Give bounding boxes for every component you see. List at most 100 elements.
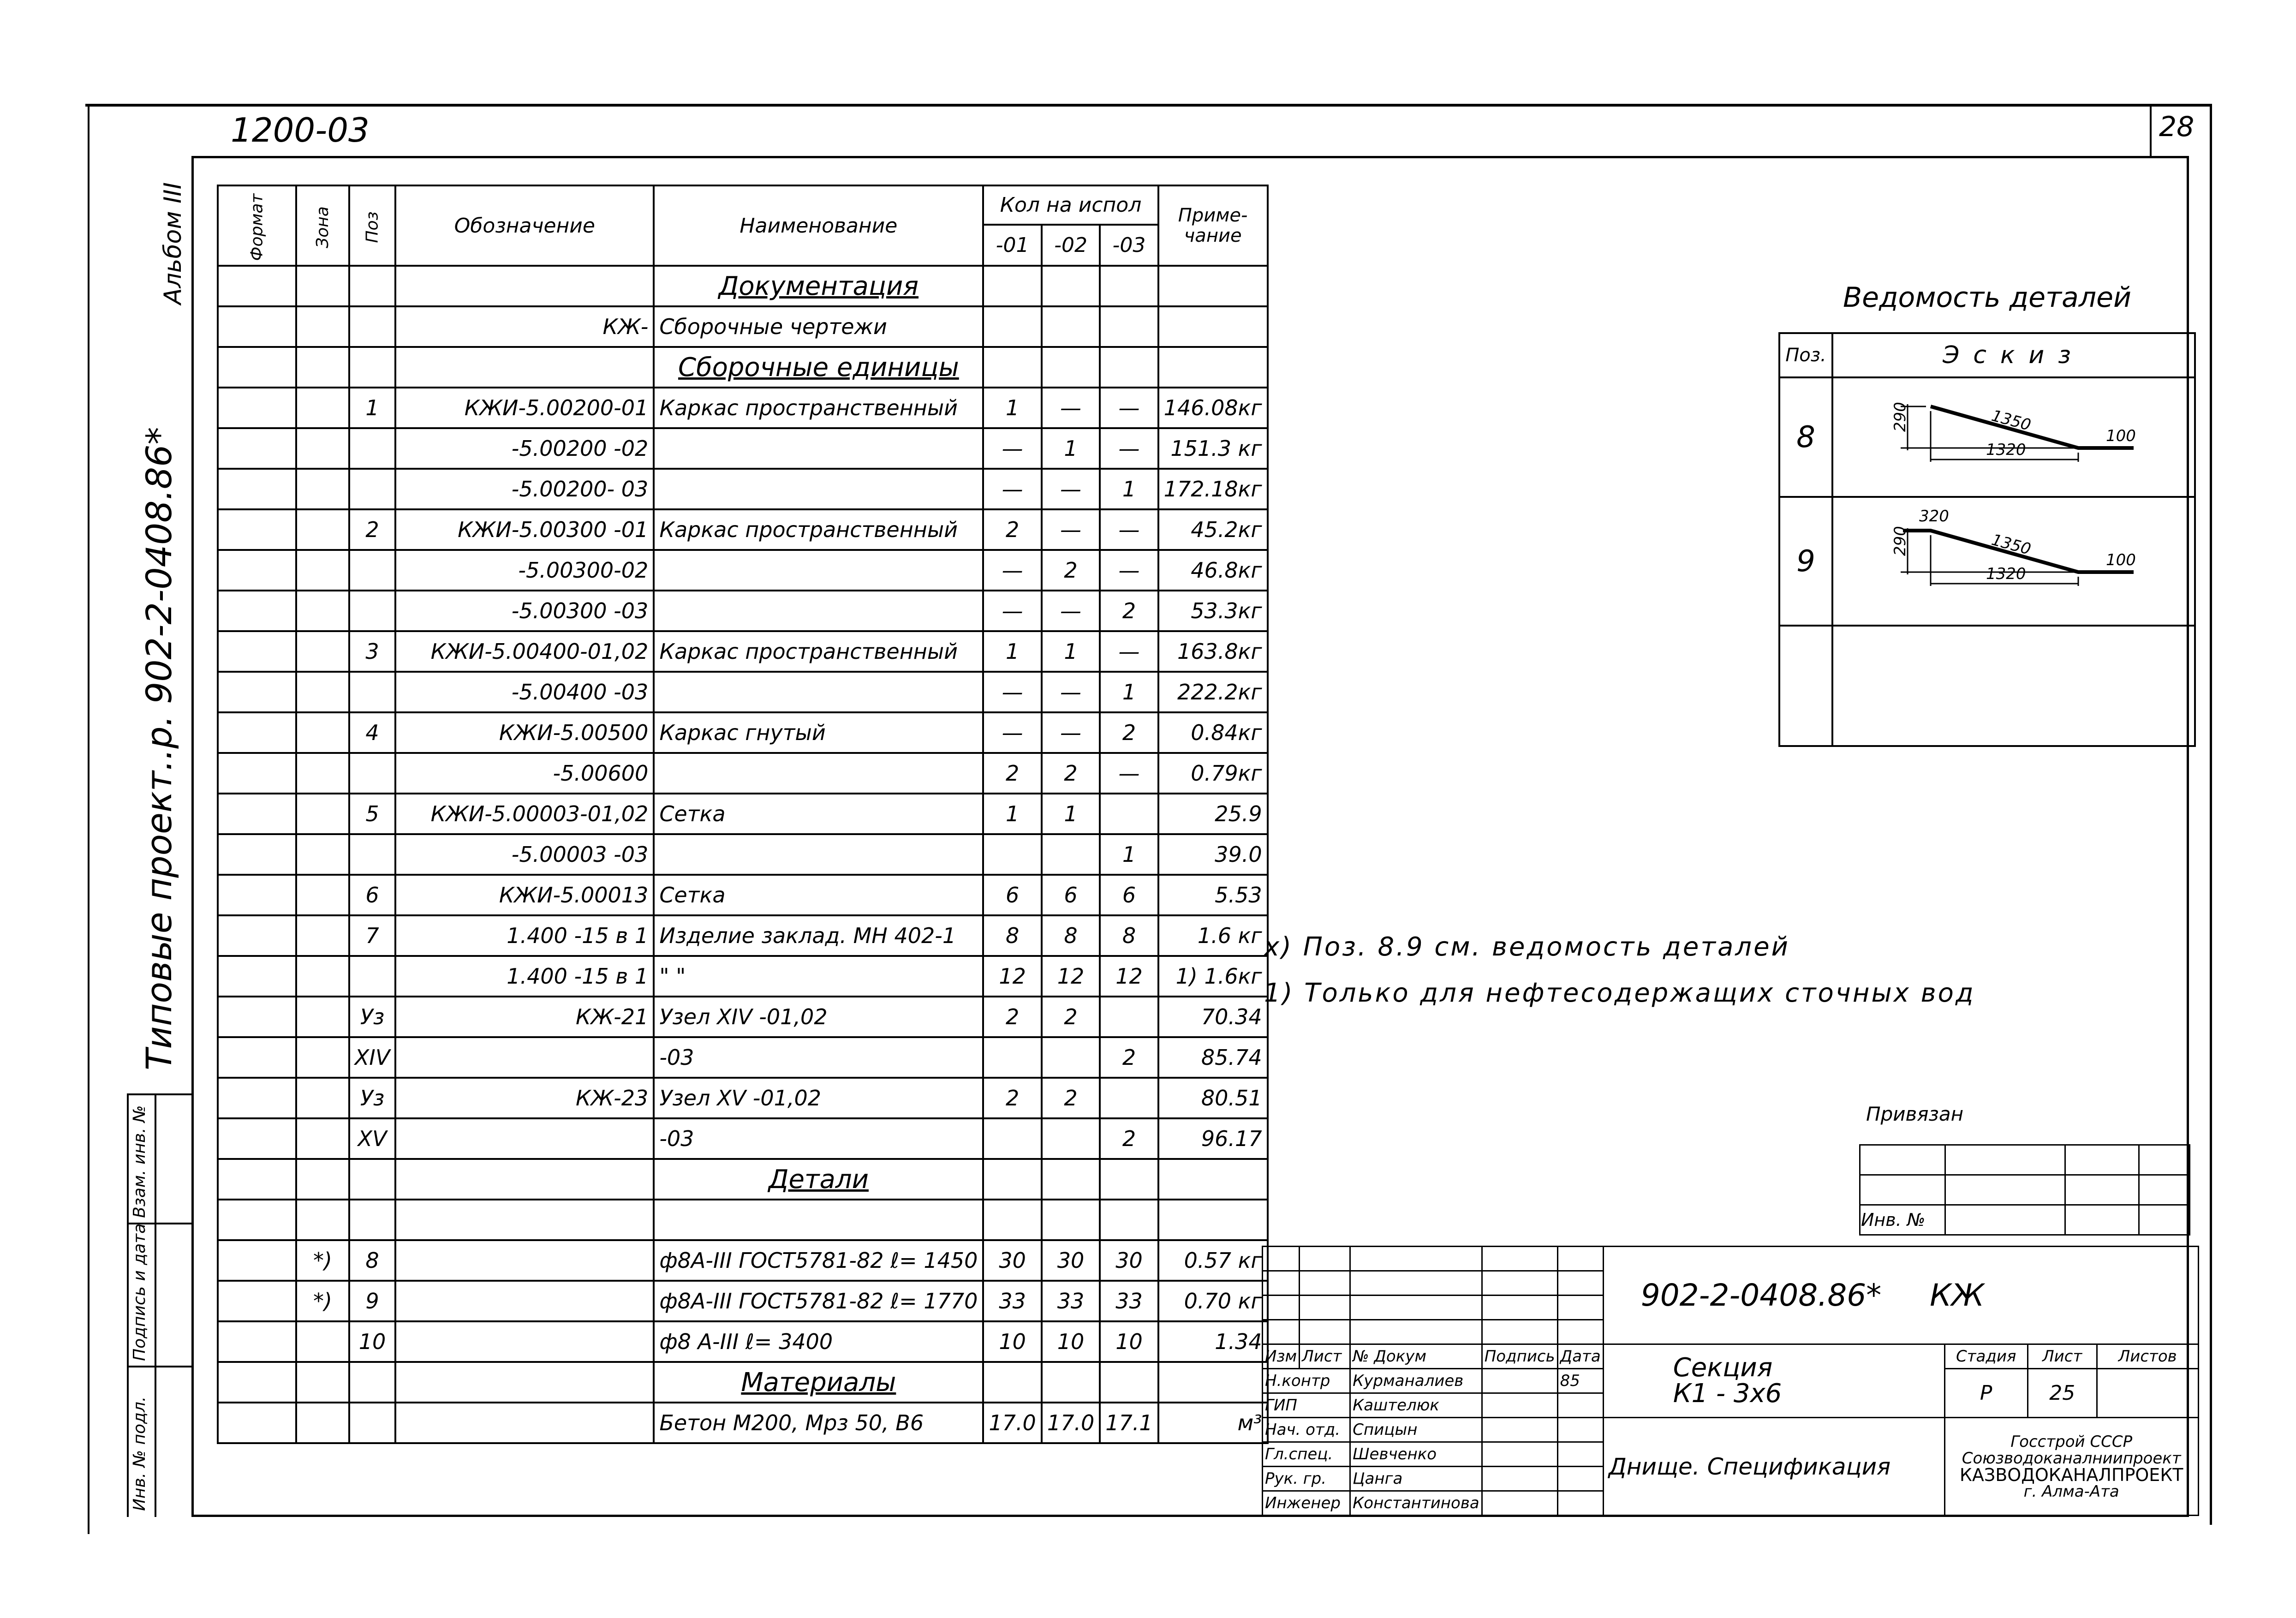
tb-org4: г. Алма-Ата [2023, 1482, 2119, 1501]
cell-pos: XIV [348, 1036, 397, 1079]
stamp-row-2 [127, 1366, 191, 1367]
cell-designation: КЖ- [394, 305, 655, 348]
tb-date-2 [1557, 1417, 1604, 1443]
tb-drawing-name: Днище. Спецификация [1602, 1417, 1945, 1516]
tb-mark: КЖ [1930, 1278, 1985, 1313]
cell-format [216, 752, 298, 794]
cell-note: 151.3 кг [1157, 427, 1269, 470]
series-label: Типовые проект..р. 902-2-0408.86* [138, 427, 179, 1071]
cell-zone [295, 305, 350, 348]
cell-q1: 30 [982, 1239, 1043, 1282]
cell-q3: — [1099, 508, 1159, 551]
stamp-strip-top [127, 1093, 191, 1095]
cell-designation [394, 1320, 655, 1363]
tb-e17 [1299, 1319, 1351, 1345]
header-note: Приме-чание [1157, 185, 1269, 267]
tb-name-2: Спицын [1349, 1417, 1483, 1443]
cell-designation: -5.00300-02 [394, 549, 655, 591]
tb-name-0: Курманалиев [1349, 1368, 1483, 1394]
priv-c4 [2138, 1144, 2190, 1176]
cell-q3: 2 [1099, 1036, 1159, 1079]
tb-e6 [1261, 1270, 1300, 1296]
cell-name: Изделие заклад. МН 402-1 [653, 914, 984, 957]
cell-q2 [1040, 1199, 1101, 1241]
cell-name [653, 671, 984, 713]
table-row: Детали [216, 1158, 1269, 1200]
cell-q2: — [1040, 711, 1101, 754]
cell-q3 [1099, 346, 1159, 388]
tb-e8 [1349, 1270, 1483, 1296]
cell-format [216, 914, 298, 957]
header-code: 1200-03 [231, 111, 370, 149]
tb-date-0: 85 [1557, 1368, 1604, 1394]
header-q3: -03 [1099, 223, 1159, 267]
cell-designation: 1.400 -15 в 1 [394, 955, 655, 997]
cell-q2 [1040, 1036, 1101, 1079]
cell-q1: — [982, 549, 1043, 591]
header-q2: -02 [1040, 223, 1101, 267]
cell-designation: -5.00003 -03 [394, 833, 655, 876]
cell-q3: 8 [1099, 914, 1159, 957]
cell-zone [295, 590, 350, 632]
cell-q1: — [982, 671, 1043, 713]
cell-pos: 3 [348, 630, 397, 673]
cell-pos [348, 590, 397, 632]
cell-q1 [982, 1199, 1043, 1241]
cell-note: 5.53 [1157, 874, 1269, 916]
cell-zone [295, 630, 350, 673]
tb-sign-5 [1481, 1490, 1558, 1516]
cell-q3: — [1099, 549, 1159, 591]
tb-e13 [1349, 1295, 1483, 1320]
tb-org-cell: Госстрой СССР Союзводоканалниипроект КАЗ… [1944, 1417, 2199, 1516]
priv-c2 [1944, 1144, 2066, 1176]
cell-format [216, 1117, 298, 1160]
cell-zone [295, 427, 350, 470]
cell-note: 1) 1.6кг [1157, 955, 1269, 997]
tb-e10 [1557, 1270, 1604, 1296]
cell-note [1157, 1361, 1269, 1403]
tb-section-sub: К1 - 3х6 [1673, 1379, 1782, 1409]
cell-designation [394, 1361, 655, 1403]
priv-inv-label: Инв. № [1859, 1204, 1946, 1236]
cell-note: 80.51 [1157, 1077, 1269, 1119]
note-2: 1) Только для нефтесодержащих сточных во… [1264, 978, 1975, 1008]
cell-q3: 6 [1099, 874, 1159, 916]
cell-q2 [1040, 346, 1101, 388]
tb-role-4: Рук. гр. [1261, 1466, 1351, 1492]
cell-pos: Уз [348, 1077, 397, 1119]
cell-zone [295, 468, 350, 510]
table-row: КЖ-Сборочные чертежи [216, 305, 1269, 348]
table-row: Сборочные единицы [216, 346, 1269, 388]
header-designation: Обозначение [394, 185, 655, 267]
tb-sign-0 [1481, 1368, 1558, 1394]
cell-q3: — [1099, 427, 1159, 470]
cell-name: Каркас пространственный [653, 508, 984, 551]
inner-bottom-border [191, 1515, 2189, 1517]
cell-designation: КЖ-21 [394, 996, 655, 1038]
cell-format [216, 346, 298, 388]
cell-format [216, 793, 298, 835]
header-format: Формат [216, 185, 298, 267]
cell-q3: 30 [1099, 1239, 1159, 1282]
cell-q1: — [982, 468, 1043, 510]
tb-code-cell: 902-2-0408.86* КЖ [1602, 1246, 2199, 1345]
details-title: Ведомость деталей [1843, 281, 2131, 314]
cell-note: м³ [1157, 1402, 1269, 1444]
cell-format [216, 1199, 298, 1241]
cell-q3: 17.1 [1099, 1402, 1159, 1444]
cell-q1: 10 [982, 1320, 1043, 1363]
cell-q3 [1099, 305, 1159, 348]
cell-name: ф8 А-III ℓ= 3400 [653, 1320, 984, 1363]
cell-q2: — [1040, 671, 1101, 713]
tb-sheet: 25 [2027, 1368, 2098, 1418]
table-row: Документация [216, 265, 1269, 307]
cell-q2: 1 [1040, 427, 1101, 470]
tb-sign-1 [1481, 1392, 1558, 1418]
cell-zone [295, 793, 350, 835]
priv-c7 [2064, 1174, 2140, 1206]
